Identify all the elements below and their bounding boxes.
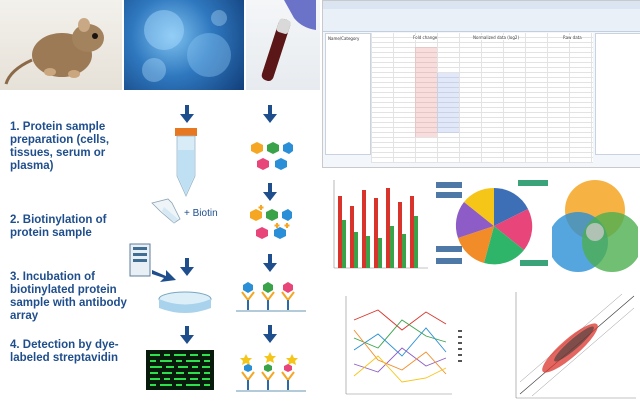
arrow-down-icon	[263, 183, 277, 201]
fluorescent-array-icon	[146, 350, 214, 390]
sample-list-title: Name/Category	[328, 36, 360, 41]
step-4-label: 4. Detection by dye-labeled streptavidin	[10, 339, 119, 364]
red-highlight-cells	[415, 47, 437, 137]
step-1-label: 1. Protein sample preparation (cells, ti…	[10, 121, 110, 172]
spreadsheet-options-panel	[595, 33, 640, 155]
arrow-down-icon	[263, 254, 277, 272]
normalized-data-header: Normalized data (log2)	[473, 35, 519, 40]
raw-data-header: Raw data	[563, 35, 582, 40]
pie-chart-thumbnail	[432, 174, 550, 274]
spreadsheet-sidebar: Name/Category	[325, 33, 371, 155]
blue-highlight-cells	[437, 73, 459, 133]
conical-tube-icon	[171, 128, 201, 203]
line-chart-thumbnail	[332, 290, 508, 402]
arrow-down-icon	[180, 326, 194, 344]
arrow-down-icon	[180, 258, 194, 276]
arrow-down-icon	[263, 325, 277, 343]
spreadsheet-analysis-panel: Name/Category Fold change Normalized dat…	[322, 0, 640, 168]
antibody-array-slide-icon	[129, 243, 151, 282]
arrow-right-icon	[152, 266, 176, 289]
step-3-label: 3. Incubation of biotinylated protein sa…	[10, 271, 127, 322]
step-2-label: 2. Biotinylation of protein sample	[10, 214, 107, 239]
venn-diagram-thumbnail	[548, 176, 640, 280]
protein-hexagons-icon	[249, 140, 293, 179]
bar-chart-thumbnail	[326, 176, 430, 276]
antibody-binding-icon	[236, 278, 306, 317]
gerbil-photo	[0, 0, 122, 90]
petri-dish-icon	[157, 290, 213, 323]
arrow-down-icon	[180, 105, 194, 123]
fold-change-header: Fold change	[413, 35, 438, 40]
streptavidin-detection-icon	[236, 352, 306, 397]
cells-photo	[124, 0, 244, 90]
biotin-label: + Biotin	[184, 208, 218, 219]
blood-tube-photo	[246, 0, 320, 90]
scatter-plot-thumbnail	[510, 290, 638, 402]
eppendorf-tube-icon	[150, 197, 184, 230]
spreadsheet-grid	[371, 33, 593, 163]
arrow-down-icon	[263, 105, 277, 123]
spreadsheet-title-bar	[323, 1, 640, 9]
biotinylated-protein-icon	[248, 205, 294, 248]
spreadsheet-ribbon	[323, 9, 640, 32]
